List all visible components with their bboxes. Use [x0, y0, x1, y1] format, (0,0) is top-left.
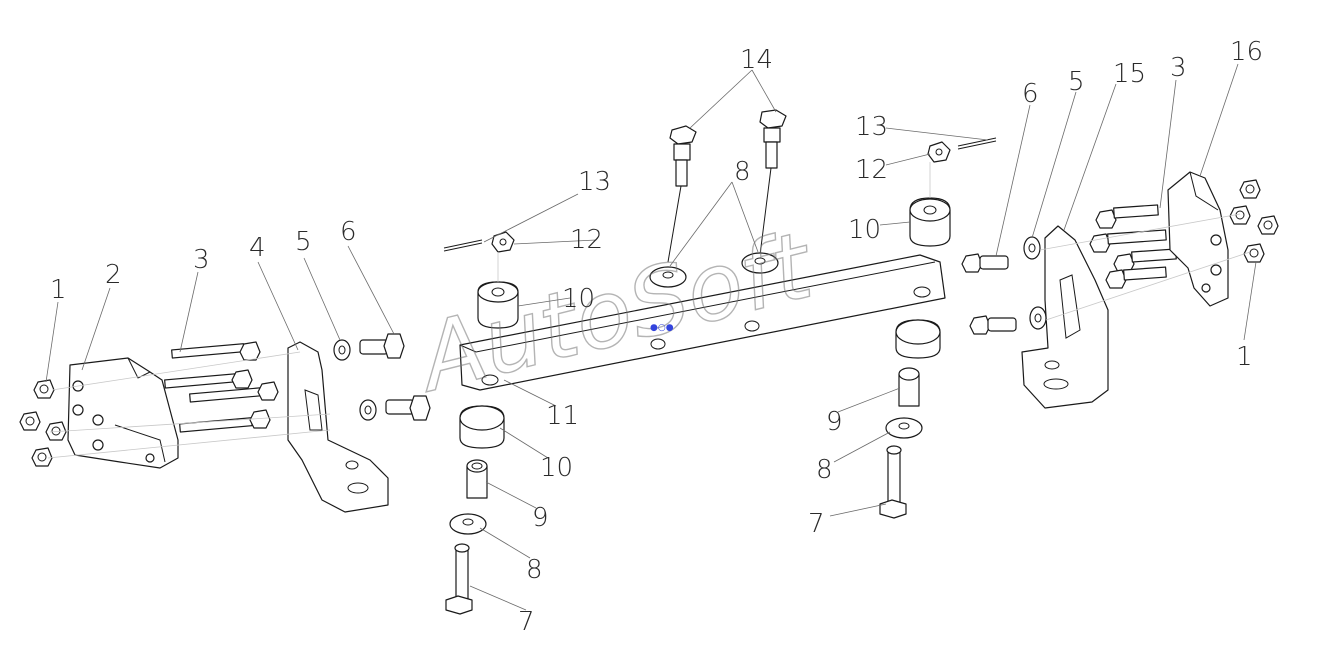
callout-8-right: 8	[816, 455, 833, 485]
callout-9-left: 9	[532, 503, 549, 533]
left-flange-nuts-1	[19, 379, 67, 467]
right-washers-5	[1023, 236, 1047, 330]
cross-member-11	[459, 254, 946, 391]
callout-6-left: 6	[340, 217, 357, 247]
callout-16: 16	[1230, 37, 1263, 67]
left-cotter-pin-13	[443, 239, 483, 252]
left-sleeve-9	[466, 459, 488, 499]
right-bottom-bushing-10	[895, 319, 941, 359]
svg-text:AutoSoft: AutoSoft	[405, 212, 824, 414]
callout-13-left: 13	[578, 167, 611, 197]
callout-10-left: 10	[540, 453, 573, 483]
right-top-bushing-10	[909, 197, 951, 247]
right-angle-bracket-15	[1021, 225, 1109, 409]
callout-labels: 1 2 3 4 5 6 7 8 9 10 10 11 12 13 14 8 13…	[50, 37, 1263, 637]
left-washers-5	[333, 339, 377, 421]
right-bottom-washer-8	[885, 417, 923, 439]
callout-11: 11	[546, 401, 579, 431]
right-short-bolts-6	[961, 253, 1017, 335]
callout-4: 4	[249, 233, 266, 263]
assembly-axis-lines	[47, 162, 1251, 459]
callout-7-left: 7	[518, 607, 535, 637]
callout-7-right: 7	[808, 509, 825, 539]
callout-3-right: 3	[1170, 53, 1187, 83]
left-castle-nut-12	[491, 231, 515, 253]
left-bottom-bolt-7	[445, 543, 473, 615]
callout-10-upper: 10	[562, 284, 595, 314]
left-angle-bracket-4	[287, 341, 389, 513]
callout-5-left: 5	[295, 227, 312, 257]
callout-1-left: 1	[50, 275, 67, 305]
left-top-bushing-10	[477, 281, 519, 329]
callout-13-right: 13	[855, 112, 888, 142]
watermark-logo: AutoSoft ●○●	[405, 211, 825, 414]
callout-5-right: 5	[1068, 67, 1085, 97]
right-sleeve-9	[898, 367, 920, 407]
callout-3-left: 3	[193, 245, 210, 275]
callout-2: 2	[105, 260, 122, 290]
right-flange-nuts-1	[1229, 179, 1279, 263]
callout-12-left: 12	[570, 225, 603, 255]
left-short-bolts-6	[359, 333, 431, 421]
left-long-bolts-3	[164, 341, 279, 433]
callout-1-right: 1	[1236, 342, 1253, 372]
svg-text:●○●: ●○●	[650, 323, 674, 333]
right-cotter-pin-13	[957, 137, 997, 150]
right-bottom-bolt-7	[879, 445, 907, 519]
left-support-bracket-2	[67, 357, 179, 469]
left-bottom-bushing-10	[459, 405, 505, 449]
left-bottom-washer-8	[449, 513, 487, 535]
callout-6-right: 6	[1022, 79, 1039, 109]
callout-8-top: 8	[734, 157, 751, 187]
leader-lines	[45, 63, 1257, 611]
callout-15: 15	[1113, 59, 1146, 89]
right-castle-nut-12	[927, 141, 951, 163]
callout-12-right: 12	[855, 155, 888, 185]
callout-8-left: 8	[526, 555, 543, 585]
right-long-bolts-3	[1089, 204, 1177, 289]
top-washers-8	[649, 252, 779, 288]
callout-14: 14	[740, 45, 773, 75]
right-support-bracket-16	[1167, 171, 1229, 307]
callout-10-right: 10	[848, 215, 881, 245]
callout-9-right: 9	[826, 407, 843, 437]
top-flange-bolts-14	[667, 109, 787, 263]
